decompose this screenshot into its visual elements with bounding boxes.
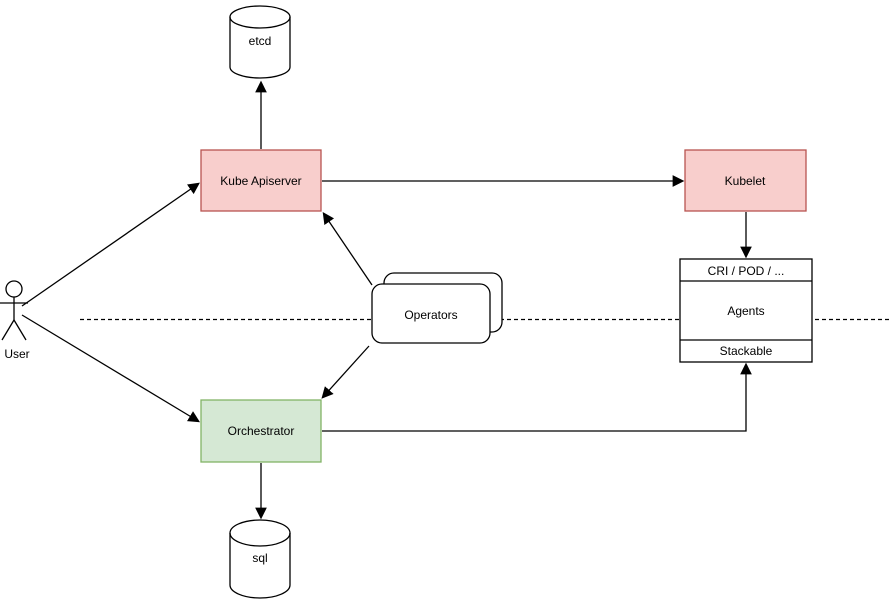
- kubelet-label: Kubelet: [725, 174, 766, 188]
- agents-outer-box: [679, 258, 813, 363]
- etcd-label: etcd: [249, 34, 272, 48]
- sql-cylinder: [229, 519, 291, 599]
- node-sql: sql: [229, 519, 291, 599]
- actor-left-leg: [1, 319, 15, 341]
- edge-user-to-kube-apiserver: [21, 182, 200, 307]
- agents-header-label: CRI / POD / ...: [708, 264, 785, 278]
- node-user: User: [0, 280, 30, 361]
- node-operators: Operators: [371, 272, 503, 344]
- edge-orchestrator-to-agents: [322, 362, 752, 432]
- kube-apiserver-label: Kube Apiserver: [220, 174, 301, 188]
- sql-label: sql: [252, 551, 267, 565]
- node-agents-stack: CRI / POD / ... Agents Stackable: [679, 258, 813, 363]
- edge-operators-to-kube-apiserver: [322, 212, 373, 286]
- agents-footer-label: Stackable: [720, 344, 773, 358]
- edge-operators-to-orchestrator: [321, 345, 370, 399]
- actor-right-leg: [13, 319, 27, 341]
- etcd-cylinder-lip: [229, 16, 291, 29]
- actor-head: [5, 280, 23, 298]
- etcd-cylinder: [229, 5, 291, 79]
- node-kube-apiserver: Kube Apiserver: [200, 149, 322, 212]
- orchestrator-box: [200, 399, 322, 463]
- operators-front-box: [371, 283, 491, 344]
- operators-label: Operators: [404, 308, 457, 322]
- node-kubelet: Kubelet: [684, 149, 807, 212]
- kubelet-box: [684, 149, 807, 212]
- orchestrator-label: Orchestrator: [228, 424, 295, 438]
- node-orchestrator: Orchestrator: [200, 399, 322, 463]
- sql-cylinder-lip: [229, 532, 291, 547]
- agents-body-label: Agents: [727, 304, 764, 318]
- edge-user-to-orchestrator: [21, 314, 201, 423]
- user-label: User: [4, 347, 29, 361]
- node-etcd: etcd: [229, 5, 291, 79]
- kube-apiserver-box: [200, 149, 322, 212]
